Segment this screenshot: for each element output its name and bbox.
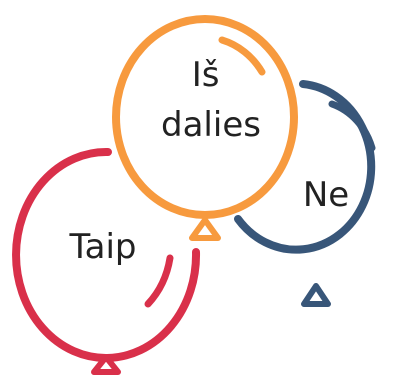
- balloon-ne-outline: [234, 80, 376, 254]
- balloon-taip-outline: [12, 147, 201, 362]
- balloon-is-dalies-label: Iš dalies: [161, 55, 261, 145]
- balloon-ne: Ne: [234, 80, 376, 307]
- balloon-is-dalies: Iš dalies: [112, 15, 298, 241]
- balloon-is-dalies-label-line-1: Iš: [192, 55, 220, 95]
- balloon-is-dalies-label-line-2: dalies: [161, 105, 261, 145]
- balloon-ne-highlight: [328, 100, 376, 152]
- balloon-is-dalies-knot: [189, 217, 221, 241]
- balloon-ne-knot: [301, 283, 331, 307]
- balloon-taip-highlight: [144, 254, 174, 308]
- balloon-is-dalies-outline: [112, 15, 298, 219]
- balloon-taip: Taip: [12, 147, 201, 375]
- balloon-taip-knot: [91, 354, 121, 375]
- balloon-taip-label: Taip: [68, 227, 136, 267]
- balloon-is-dalies-highlight: [218, 36, 266, 76]
- balloon-ne-label: Ne: [303, 175, 349, 215]
